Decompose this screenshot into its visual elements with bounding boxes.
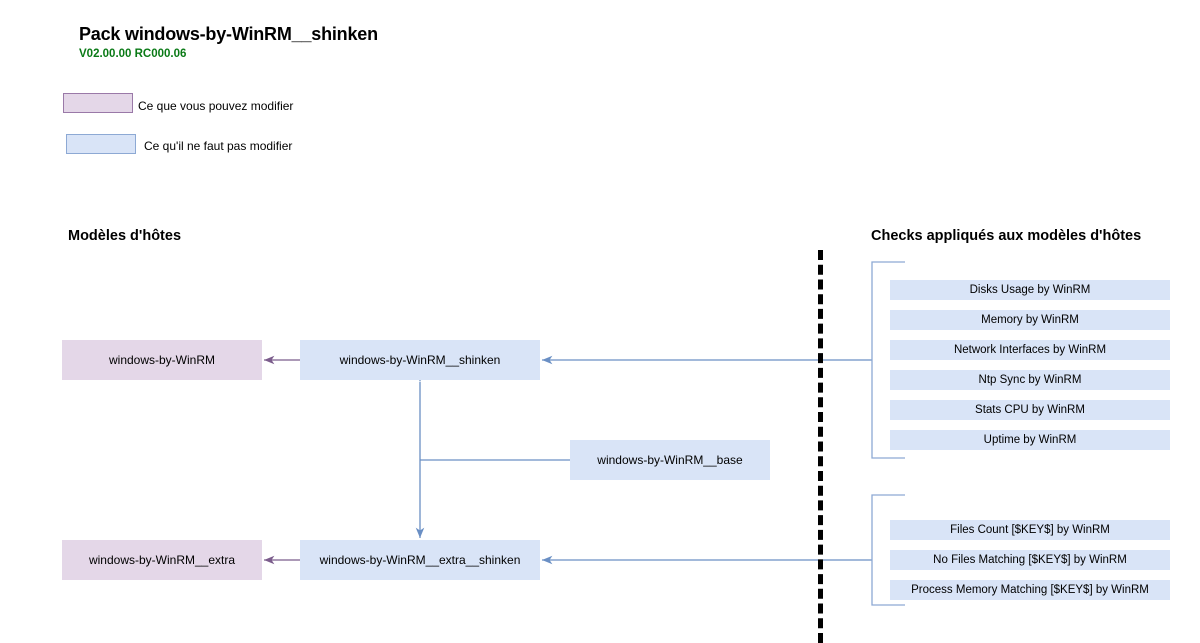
check-item[interactable]: Uptime by WinRM bbox=[890, 430, 1170, 450]
check-item[interactable]: Ntp Sync by WinRM bbox=[890, 370, 1170, 390]
check-item[interactable]: Network Interfaces by WinRM bbox=[890, 340, 1170, 360]
check-item[interactable]: Memory by WinRM bbox=[890, 310, 1170, 330]
heading-host-templates: Modèles d'hôtes bbox=[68, 228, 182, 244]
legend-label-locked: Ce qu'il ne faut pas modifier bbox=[144, 139, 293, 153]
legend-swatch-locked bbox=[66, 134, 136, 154]
host-template-windows-by-winrm-extra-shinken[interactable]: windows-by-WinRM__extra__shinken bbox=[300, 540, 540, 580]
section-divider bbox=[818, 250, 823, 643]
host-template-windows-by-winrm-extra[interactable]: windows-by-WinRM__extra bbox=[62, 540, 262, 580]
check-item[interactable]: Disks Usage by WinRM bbox=[890, 280, 1170, 300]
check-item[interactable]: Files Count [$KEY$] by WinRM bbox=[890, 520, 1170, 540]
page-title: Pack windows-by-WinRM__shinken bbox=[79, 24, 378, 44]
heading-checks: Checks appliqués aux modèles d'hôtes bbox=[871, 228, 1142, 244]
host-template-windows-by-winrm-shinken[interactable]: windows-by-WinRM__shinken bbox=[300, 340, 540, 380]
check-item[interactable]: Stats CPU by WinRM bbox=[890, 400, 1170, 420]
pack-version: V02.00.00 RC000.06 bbox=[79, 48, 187, 60]
check-item[interactable]: No Files Matching [$KEY$] by WinRM bbox=[890, 550, 1170, 570]
legend-label-editable: Ce que vous pouvez modifier bbox=[138, 99, 294, 113]
host-template-windows-by-winrm-base[interactable]: windows-by-WinRM__base bbox=[570, 440, 770, 480]
legend-swatch-editable bbox=[63, 93, 133, 113]
host-template-windows-by-winrm[interactable]: windows-by-WinRM bbox=[62, 340, 262, 380]
check-item[interactable]: Process Memory Matching [$KEY$] by WinRM bbox=[890, 580, 1170, 600]
